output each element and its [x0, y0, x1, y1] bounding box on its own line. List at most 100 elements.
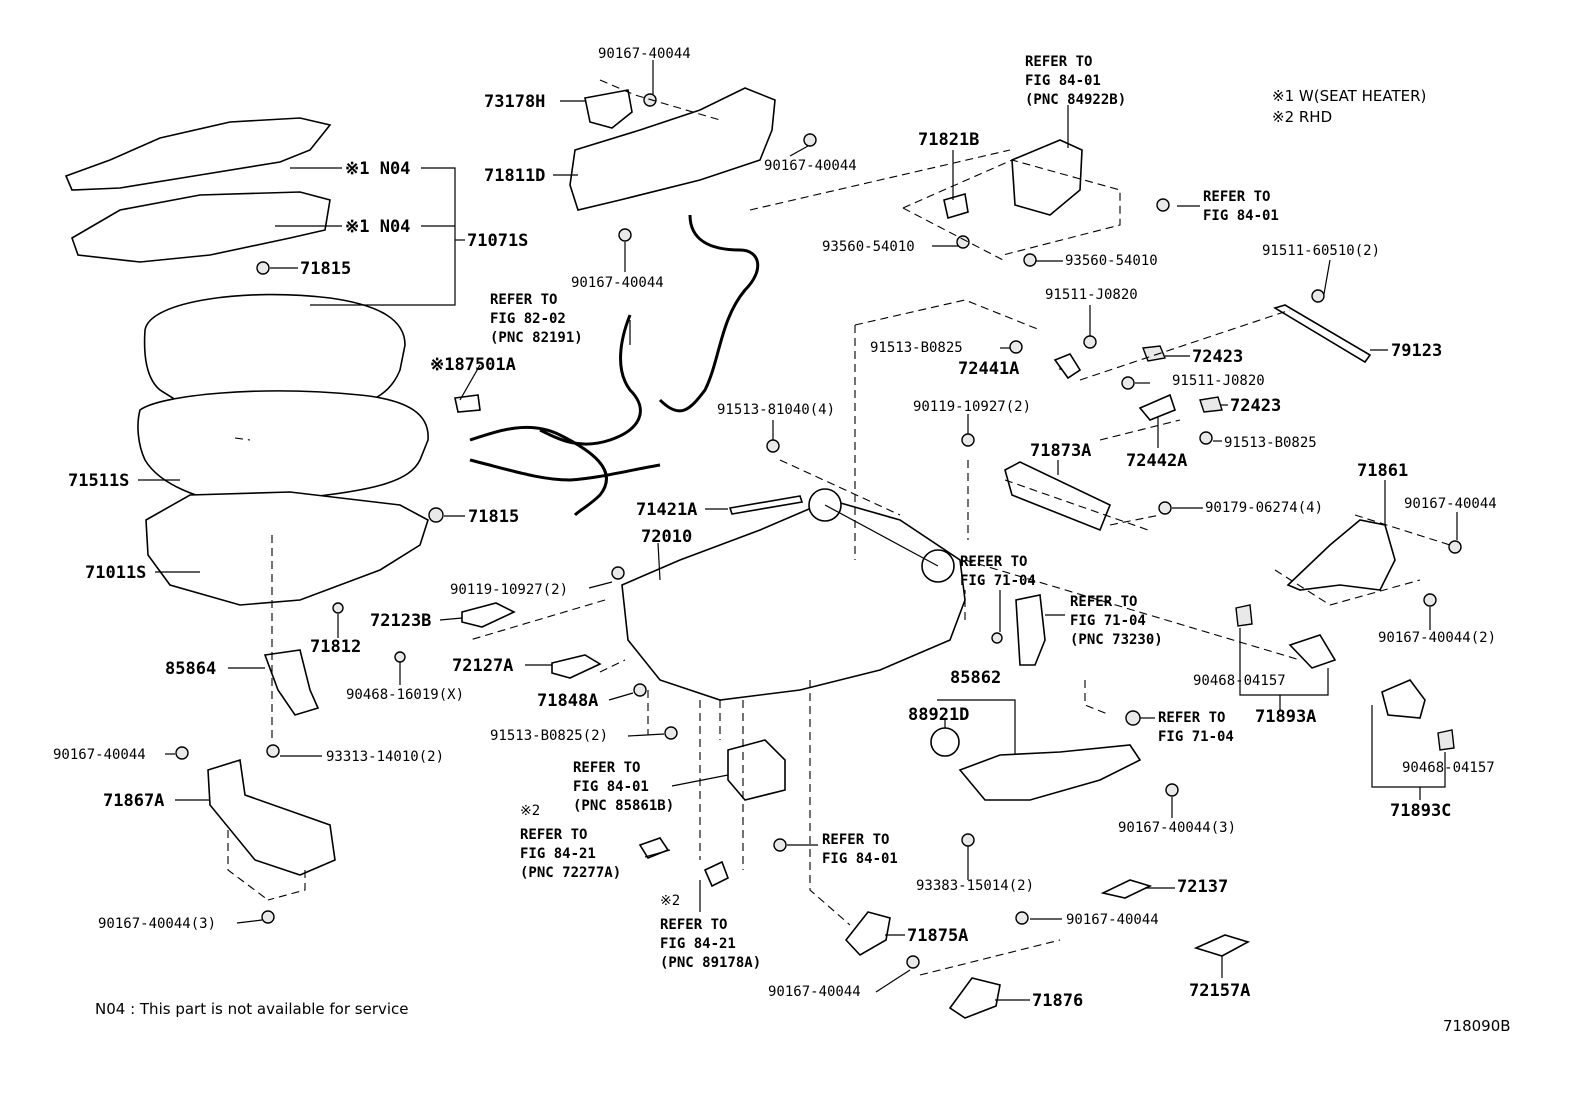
refer-pnc-label: (PNC 85861B)	[573, 798, 674, 814]
legend-item-2: ※2 RHD	[1272, 108, 1332, 126]
lumbar-support-85864	[263, 649, 320, 716]
refer-fig-label: FIG 84-01	[1025, 73, 1101, 89]
label-72423: 72423	[1230, 396, 1281, 416]
clip-72423-a	[1142, 345, 1166, 362]
leader-lines	[138, 60, 1458, 1001]
label-91511-j0820: 91511-J0820	[1172, 373, 1265, 389]
label-90119-10927: 90119-10927(2)	[450, 582, 568, 598]
bracket-72442a	[1138, 393, 1176, 421]
label-91511-60510: 91511-60510(2)	[1262, 243, 1380, 259]
refer-fig-label: FIG 84-21	[660, 936, 736, 952]
label-91511-j0820: 91511-J0820	[1045, 287, 1138, 303]
bracket-71893c	[1381, 679, 1426, 719]
rail-cover-71873a	[1004, 461, 1112, 532]
label-90119-10927: 90119-10927(2)	[913, 399, 1031, 415]
label-91513-81040: 91513-81040(4)	[717, 402, 835, 418]
label-88921d: 88921D	[908, 705, 969, 725]
refer-to-label: REFER TO	[1203, 189, 1270, 205]
label-91513-b0825: 91513-B0825(2)	[490, 728, 608, 744]
pad-72127a	[551, 654, 602, 679]
label-90167-40044: 90167-40044	[1404, 496, 1497, 512]
seat-belt-buckle	[1015, 594, 1046, 666]
assembly-guides	[227, 79, 1451, 976]
refer-to-label: REFER TO	[490, 292, 557, 308]
bracket-72441a	[1053, 353, 1082, 380]
bracket-71821b	[943, 192, 969, 220]
clip-72423-b	[1199, 396, 1223, 413]
label-71893a: 71893A	[1255, 707, 1316, 727]
refer-to-label: REFER TO	[520, 827, 587, 843]
label-72423: 72423	[1192, 347, 1243, 367]
label-90167-40044: 90167-40044	[571, 275, 664, 291]
label-90167-40044: 90167-40044	[53, 747, 146, 763]
bar-79123	[1273, 304, 1372, 364]
refer-to-label: REFER TO	[1025, 54, 1092, 70]
cover-71876	[948, 977, 1001, 1019]
pad-72123b	[461, 602, 516, 628]
refer-to-label: REFER TO	[660, 917, 727, 933]
seat-cushion-frame	[145, 491, 429, 606]
label-71848a: 71848A	[537, 691, 598, 711]
refer-pnc-label: (PNC 89178A)	[660, 955, 761, 971]
label-90468-16019: 90468-16019(X)	[346, 687, 464, 703]
label-71815: 71815	[300, 259, 351, 279]
connector-89178a	[703, 860, 730, 888]
refer-pnc-label: (PNC 72277A)	[520, 865, 621, 881]
label-90468-04157: 90468-04157	[1193, 673, 1286, 689]
refer-pnc-label: (PNC 82191)	[490, 330, 583, 346]
label-71893c: 71893C	[1390, 801, 1451, 821]
footer-note: N04 : This part is not available for ser…	[95, 1000, 409, 1018]
label-93560-54010: 93560-54010	[822, 239, 915, 255]
connector-87501a	[454, 394, 481, 413]
label-90167-40044: 90167-40044	[598, 46, 691, 62]
refer-fig-label: FIG 71-04	[1158, 729, 1234, 745]
label-71421a: 71421A	[636, 500, 697, 520]
label-72127a: 72127A	[452, 656, 513, 676]
label-73178h: 73178H	[484, 92, 545, 112]
refer-to-label: REFER TO	[822, 832, 889, 848]
label-71811d: 71811D	[484, 166, 545, 186]
refer-fig-label: FIG 82-02	[490, 311, 566, 327]
clip-90468-04157-b	[1437, 729, 1455, 751]
label-93560-54010: 93560-54010	[1065, 253, 1158, 269]
figure-code: 718090B	[1443, 1017, 1511, 1035]
legend-item-1: ※1 W(SEAT HEATER)	[1272, 87, 1426, 105]
refer-fig-label: FIG 84-21	[520, 846, 596, 862]
label-90179-06274: 90179-06274(4)	[1205, 500, 1323, 516]
label-71511s: 71511S	[68, 471, 129, 491]
part-labels: 90167-40044 73178H 71811D 90167-40044 90…	[53, 46, 1511, 1035]
label-72157a: 72157A	[1189, 981, 1250, 1001]
bracket-84922b	[1011, 139, 1083, 216]
part-shapes	[64, 87, 1455, 1019]
label-72442a: 72442A	[1126, 451, 1187, 471]
label-90167-40044: 90167-40044	[764, 158, 857, 174]
seat-frame-assembly	[621, 499, 966, 701]
label-90167-40044: 90167-40044	[768, 984, 861, 1000]
cover-71875a	[844, 911, 891, 957]
clip-90468-04157-a	[1235, 604, 1253, 627]
label-90468-04157: 90468-04157	[1402, 760, 1495, 776]
label-71815: 71815	[468, 507, 519, 527]
label-91513-b0825: 91513-B0825	[1224, 435, 1317, 451]
label-87501a: ※187501A	[430, 355, 516, 375]
spring-71421a	[728, 495, 804, 515]
refer-to-label: REFER TO	[573, 760, 640, 776]
label-71861: 71861	[1357, 461, 1408, 481]
label-72123b: 72123B	[370, 611, 431, 631]
fasteners	[175, 93, 1462, 969]
label-85864: 85864	[165, 659, 216, 679]
label-71812: 71812	[310, 637, 361, 657]
refer-pnc-label: (PNC 73230)	[1070, 632, 1163, 648]
refer-fig-label: FIG 71-04	[1070, 613, 1146, 629]
label-71873a: 71873A	[1030, 441, 1091, 461]
wire-harness	[469, 214, 760, 517]
label-72137: 72137	[1177, 877, 1228, 897]
seat-heater-pad-upper	[64, 117, 332, 191]
bracket-71893a	[1288, 634, 1337, 669]
label-72010: 72010	[641, 527, 692, 547]
cover-72157a	[1193, 934, 1251, 957]
ecu-box-85861b	[727, 739, 786, 801]
label-93313-14010: 93313-14010(2)	[326, 749, 444, 765]
refer-to-label: REFER TO	[1070, 594, 1137, 610]
